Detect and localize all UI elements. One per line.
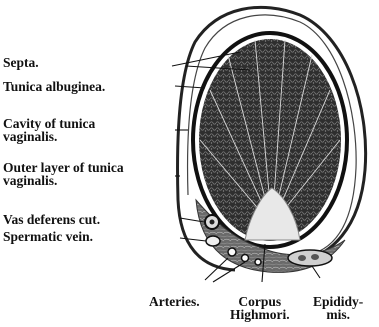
artery (228, 248, 236, 256)
label-tunica-albuginea: Tunica albuginea. (3, 80, 105, 93)
label-septa: Septa. (3, 56, 39, 69)
label-spermatic-vein: Spermatic vein. (3, 230, 93, 243)
label-arteries: Arteries. (149, 295, 200, 308)
spermatic-vein (206, 236, 220, 246)
label-outer-layer-tunica-vaginalis: Outer layer of tunica vaginalis. (3, 161, 124, 187)
label-corpus-highmori: Corpus Highmori. (230, 295, 290, 321)
label-cavity-of-tunica-vaginalis: Cavity of tunica vaginalis. (3, 117, 95, 143)
artery (255, 259, 261, 265)
label-vas-deferens: Vas deferens cut. (3, 213, 100, 226)
epididymis (288, 250, 332, 266)
label-epididymis: Epididy- mis. (313, 295, 363, 321)
artery (242, 255, 249, 262)
